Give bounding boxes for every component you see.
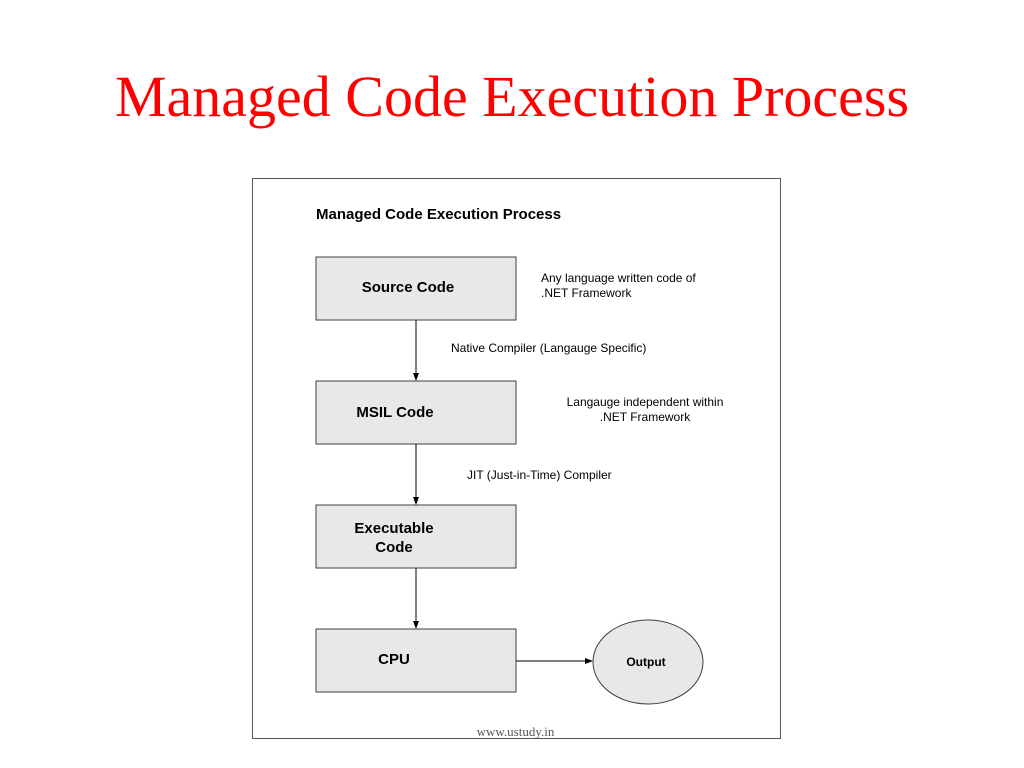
source-code-note-line-2: .NET Framework: [541, 286, 632, 300]
msil-code-label: MSIL Code: [356, 404, 433, 421]
diagram-heading: Managed Code Execution Process: [316, 206, 561, 223]
source-code-label: Source Code: [362, 279, 455, 296]
native-compiler-label: Native Compiler (Langauge Specific): [451, 341, 646, 355]
source-code-box: [315, 256, 517, 321]
output-label: Output: [626, 655, 665, 669]
executable-code-label-line-1: Executable: [354, 520, 433, 537]
msil-note-line-2: .NET Framework: [600, 410, 691, 424]
executable-code-box: [315, 504, 517, 569]
msil-note-line-1: Langauge independent within: [567, 395, 724, 409]
output-ellipse: [592, 619, 704, 705]
footer-url: www.ustudy.in: [476, 724, 555, 739]
source-code-note-line-1: Any language written code of: [541, 271, 696, 285]
executable-code-label-line-2: Code: [375, 539, 413, 556]
jit-compiler-label: JIT (Just-in-Time) Compiler: [467, 468, 612, 482]
msil-code-box: [315, 380, 517, 445]
cpu-box: [315, 628, 517, 693]
slide-title: Managed Code Execution Process: [114, 64, 910, 129]
cpu-label: CPU: [378, 651, 410, 668]
